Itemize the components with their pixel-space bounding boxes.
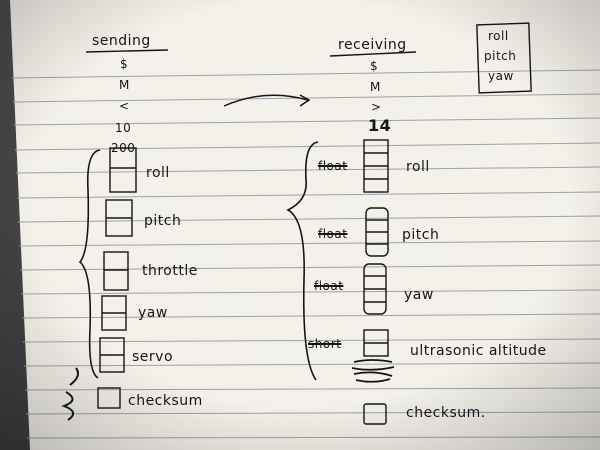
receiving-boxes bbox=[351, 139, 395, 425]
sending-field-throttle: throttle bbox=[142, 263, 198, 279]
sending-header-2: < bbox=[119, 99, 130, 113]
receiving-type-roll: float bbox=[318, 159, 348, 173]
receiving-field-roll: roll bbox=[406, 159, 430, 175]
sending-header-1: M bbox=[119, 78, 130, 92]
sending-header-4: 200 bbox=[111, 141, 136, 155]
sending-boxes bbox=[97, 147, 137, 409]
sending-field-checksum: checksum bbox=[128, 393, 203, 409]
side-box-frame bbox=[476, 22, 532, 94]
side-box-roll: roll bbox=[488, 29, 509, 43]
side-box-pitch: pitch bbox=[484, 49, 517, 63]
receiving-field-pitch: pitch bbox=[402, 227, 440, 243]
receiving-title: receiving bbox=[338, 37, 407, 53]
sending-brace-icon bbox=[78, 149, 101, 379]
altitude-scribble bbox=[351, 359, 395, 383]
receiving-type-pitch: float bbox=[318, 227, 348, 241]
sending-box-checksum bbox=[97, 387, 121, 409]
sending-field-yaw: yaw bbox=[138, 305, 168, 321]
receiving-box-checksum bbox=[363, 403, 387, 425]
receiving-header-0: $ bbox=[370, 59, 379, 73]
receiving-type-yaw: float bbox=[314, 279, 344, 293]
receiving-field-checksum: checksum. bbox=[406, 405, 486, 421]
sending-field-servo: servo bbox=[132, 349, 174, 365]
sending-header-3: 10 bbox=[115, 121, 132, 135]
receiving-brace-icon bbox=[286, 141, 319, 381]
receiving-field-yaw: yaw bbox=[404, 287, 434, 303]
receiving-header-2: > bbox=[371, 100, 382, 114]
receiving-type-altitude: short bbox=[308, 337, 342, 351]
arrow-head bbox=[299, 94, 311, 107]
sending-header-0: $ bbox=[120, 57, 129, 71]
sending-title: sending bbox=[92, 33, 151, 49]
receiving-field-altitude: ultrasonic altitude bbox=[410, 343, 547, 359]
sending-box-throttle bbox=[103, 251, 129, 291]
sending-field-roll: roll bbox=[146, 165, 170, 181]
receiving-header-3: 14 bbox=[368, 116, 392, 135]
sending-brace-scribble bbox=[61, 367, 79, 421]
sending-underline bbox=[85, 49, 169, 53]
receiving-header-1: M bbox=[370, 80, 381, 94]
arrow-icon bbox=[223, 94, 309, 107]
sending-box-roll bbox=[109, 147, 137, 193]
receiving-underline bbox=[329, 51, 417, 57]
sending-field-pitch: pitch bbox=[144, 213, 182, 229]
side-box-yaw: yaw bbox=[488, 69, 514, 83]
